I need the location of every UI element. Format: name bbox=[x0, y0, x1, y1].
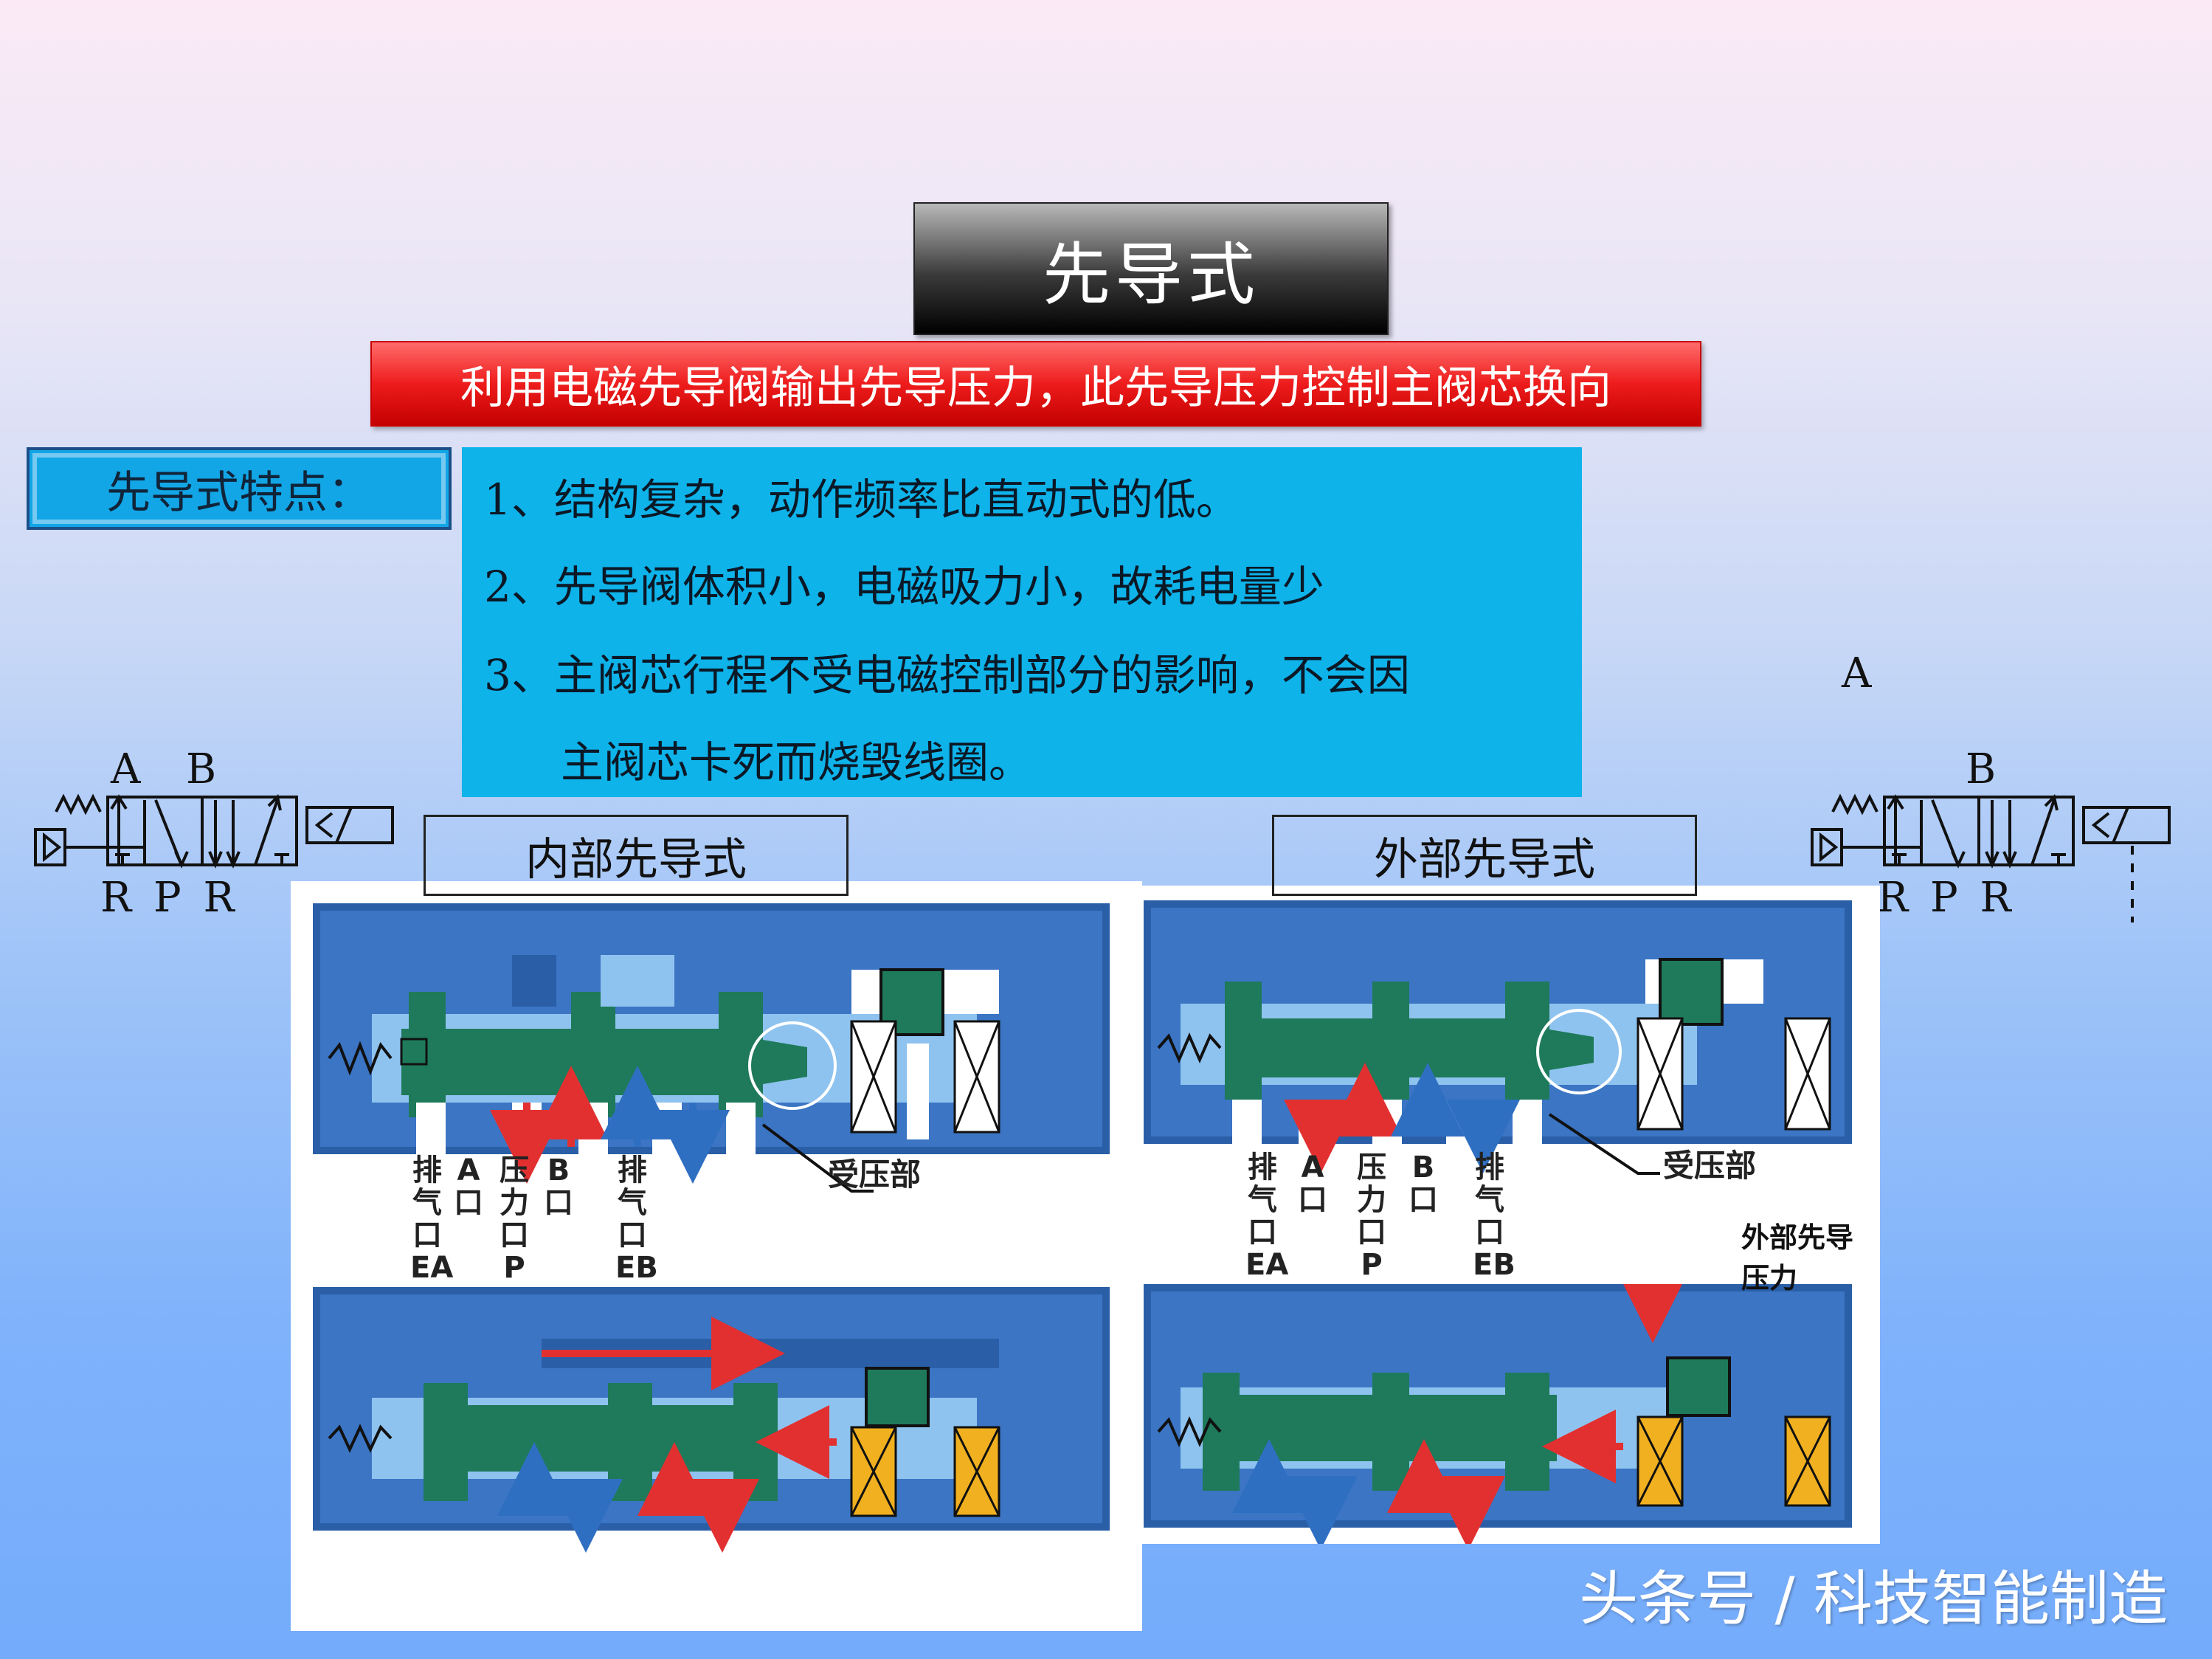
port-b-label: B bbox=[186, 745, 217, 793]
port-b-label: B bbox=[1966, 745, 1997, 793]
valve-symbol-right: A B R P R bbox=[1811, 649, 2180, 930]
valve-symbol-left: A B R P R bbox=[34, 745, 403, 925]
external-valve-diagram bbox=[1144, 900, 1852, 1544]
watermark: 头条号 / 科技智能制造 bbox=[1579, 1565, 2168, 1633]
subtitle-banner: 利用电磁先导阀输出先导压力，此先导压力控制主阀芯换向 bbox=[370, 341, 1701, 427]
port-a-label: A bbox=[1842, 649, 1872, 697]
features-panel: 1、结构复杂，动作频率比直动式的低。 2、先导阀体积小，电磁吸力小，故耗电量少 … bbox=[462, 447, 1582, 797]
internal-pilot-title: 内部先导式 bbox=[424, 815, 848, 896]
valve-symbol-icon bbox=[1811, 793, 2171, 922]
pressure-part-label: 受压部 bbox=[1663, 1148, 1757, 1184]
feature-item-3: 3、主阀芯行程不受电磁控制部分的影响，不会因 bbox=[484, 650, 1410, 700]
internal-valve-diagram bbox=[313, 903, 1110, 1553]
pressure-part-label: 受压部 bbox=[828, 1156, 922, 1193]
valve-symbol-icon bbox=[34, 793, 394, 869]
bottom-ports-label: R P R bbox=[100, 874, 239, 922]
port-a-label: A bbox=[111, 745, 141, 793]
feature-item-2: 2、先导阀体积小，电磁吸力小，故耗电量少 bbox=[484, 562, 1324, 612]
external-pilot-title: 外部先导式 bbox=[1272, 815, 1697, 896]
page-title: 先导式 bbox=[913, 202, 1389, 335]
bottom-ports-label: R P R bbox=[1877, 874, 2016, 922]
feature-item-1: 1、结构复杂，动作频率比直动式的低。 bbox=[484, 475, 1239, 525]
features-label: 先导式特点： bbox=[27, 447, 452, 530]
external-pilot-pressure-label: 外部先导压力 bbox=[1741, 1221, 1854, 1294]
feature-item-4: 主阀芯卡死而烧毁线圈。 bbox=[561, 737, 1032, 787]
